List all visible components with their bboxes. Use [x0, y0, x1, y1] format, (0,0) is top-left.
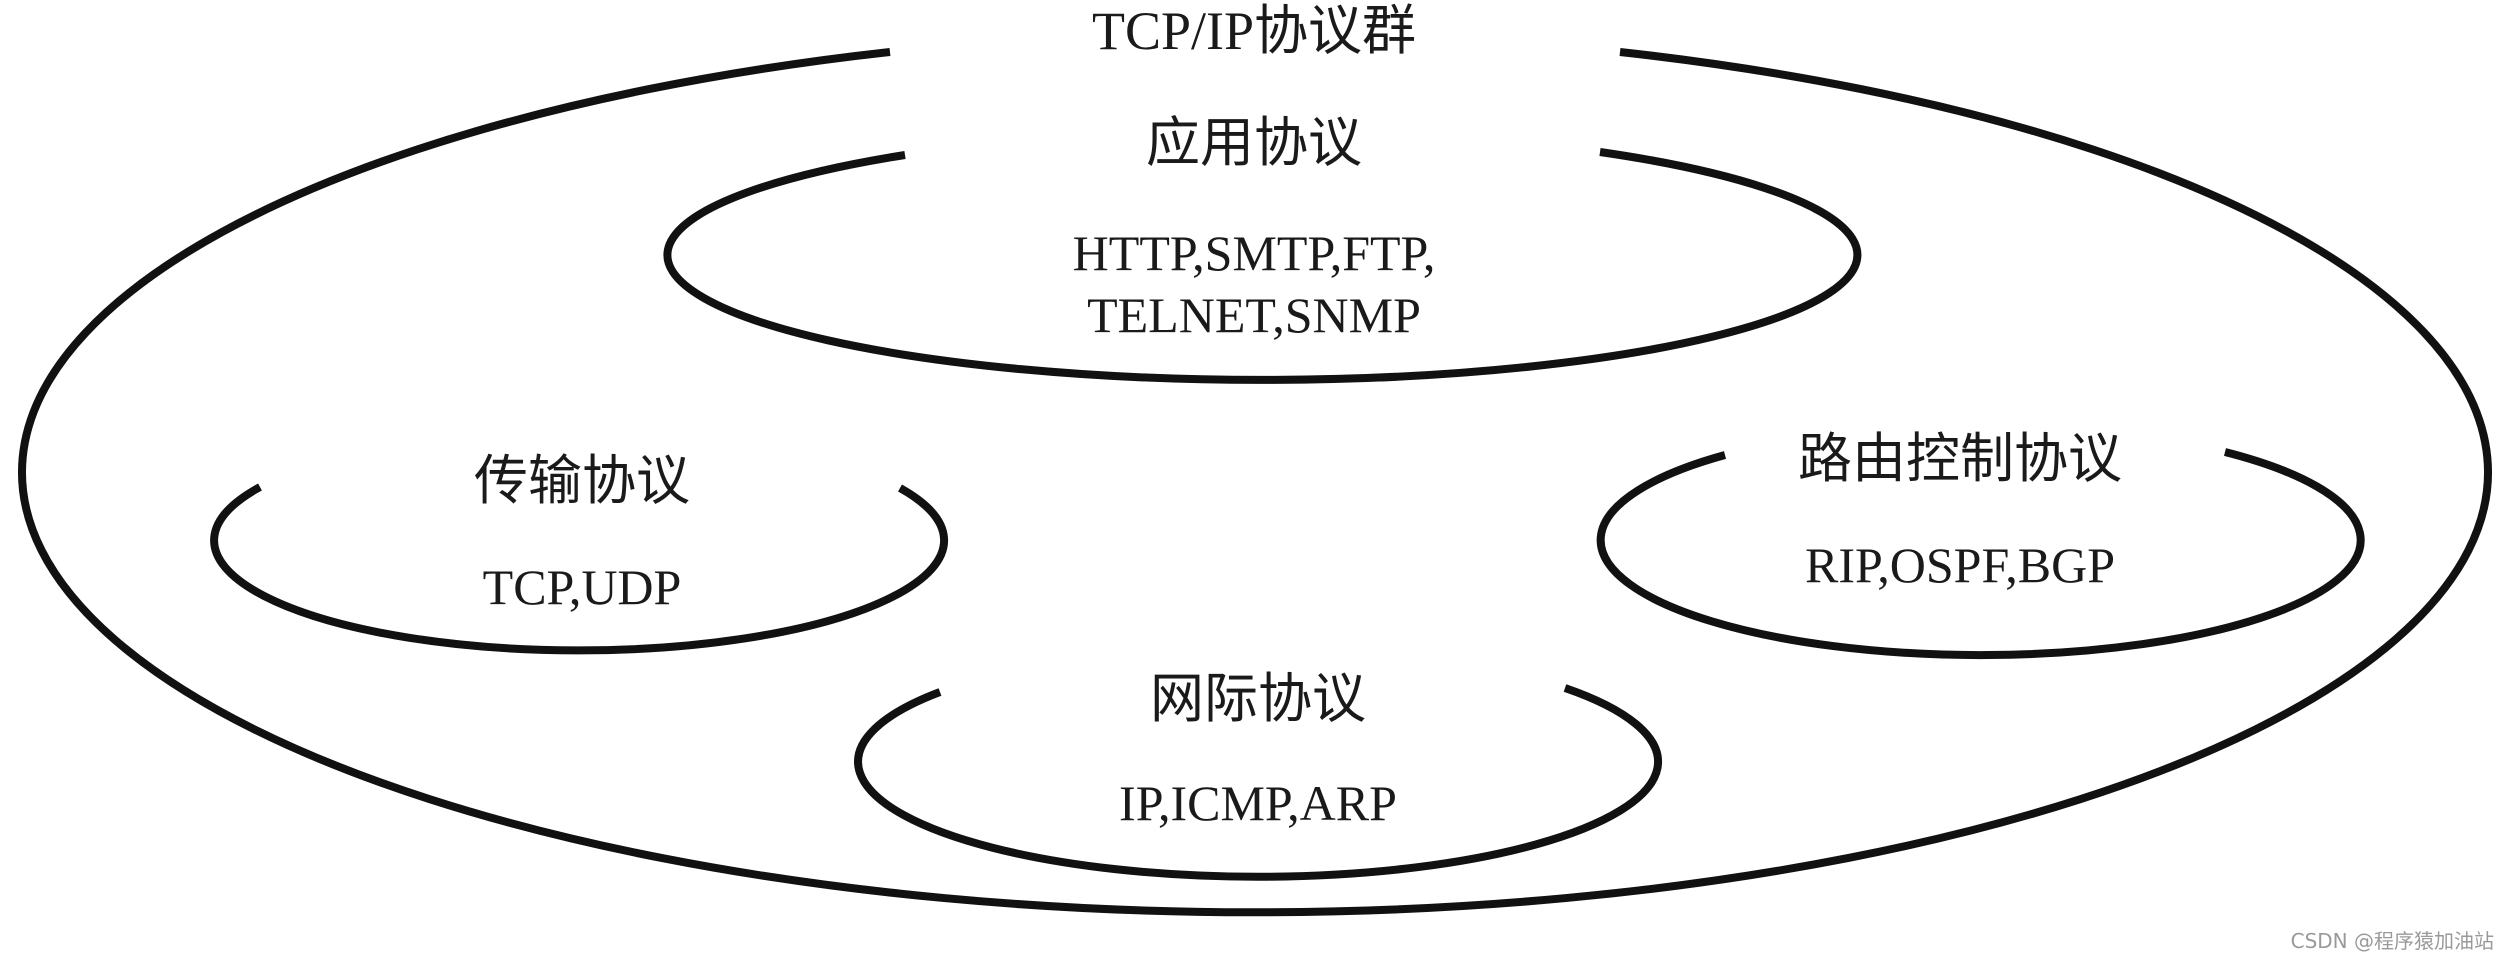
suite-title: TCP/IP协议群 — [1091, 1, 1417, 61]
transport-protocols-members: TCP,UDP — [482, 559, 682, 615]
routing-protocols-label: 路由控制协议 — [1798, 429, 2122, 489]
csdn-watermark: CSDN @程序猿加油站 — [2290, 929, 2494, 953]
application-protocols-label: 应用协议 — [1146, 113, 1362, 173]
application-protocols-ellipse — [663, 148, 1862, 384]
outer-suite-ellipse — [18, 48, 2492, 917]
internet-protocols-members: IP,ICMP,ARP — [1119, 775, 1397, 831]
routing-protocols-ellipse — [1596, 448, 2365, 660]
transport-protocols-ellipse — [210, 483, 949, 655]
application-protocols-members-line1: HTTP,SMTP,FTP, — [1072, 225, 1436, 281]
internet-protocols-label: 网际协议 — [1150, 669, 1366, 729]
routing-protocols-members: RIP,OSPF,BGP — [1804, 537, 2116, 593]
internet-protocols-ellipse — [854, 684, 1663, 881]
transport-protocols-label: 传输协议 — [474, 451, 690, 511]
application-protocols-members-line2: TELNET,SNMP — [1087, 287, 1421, 343]
